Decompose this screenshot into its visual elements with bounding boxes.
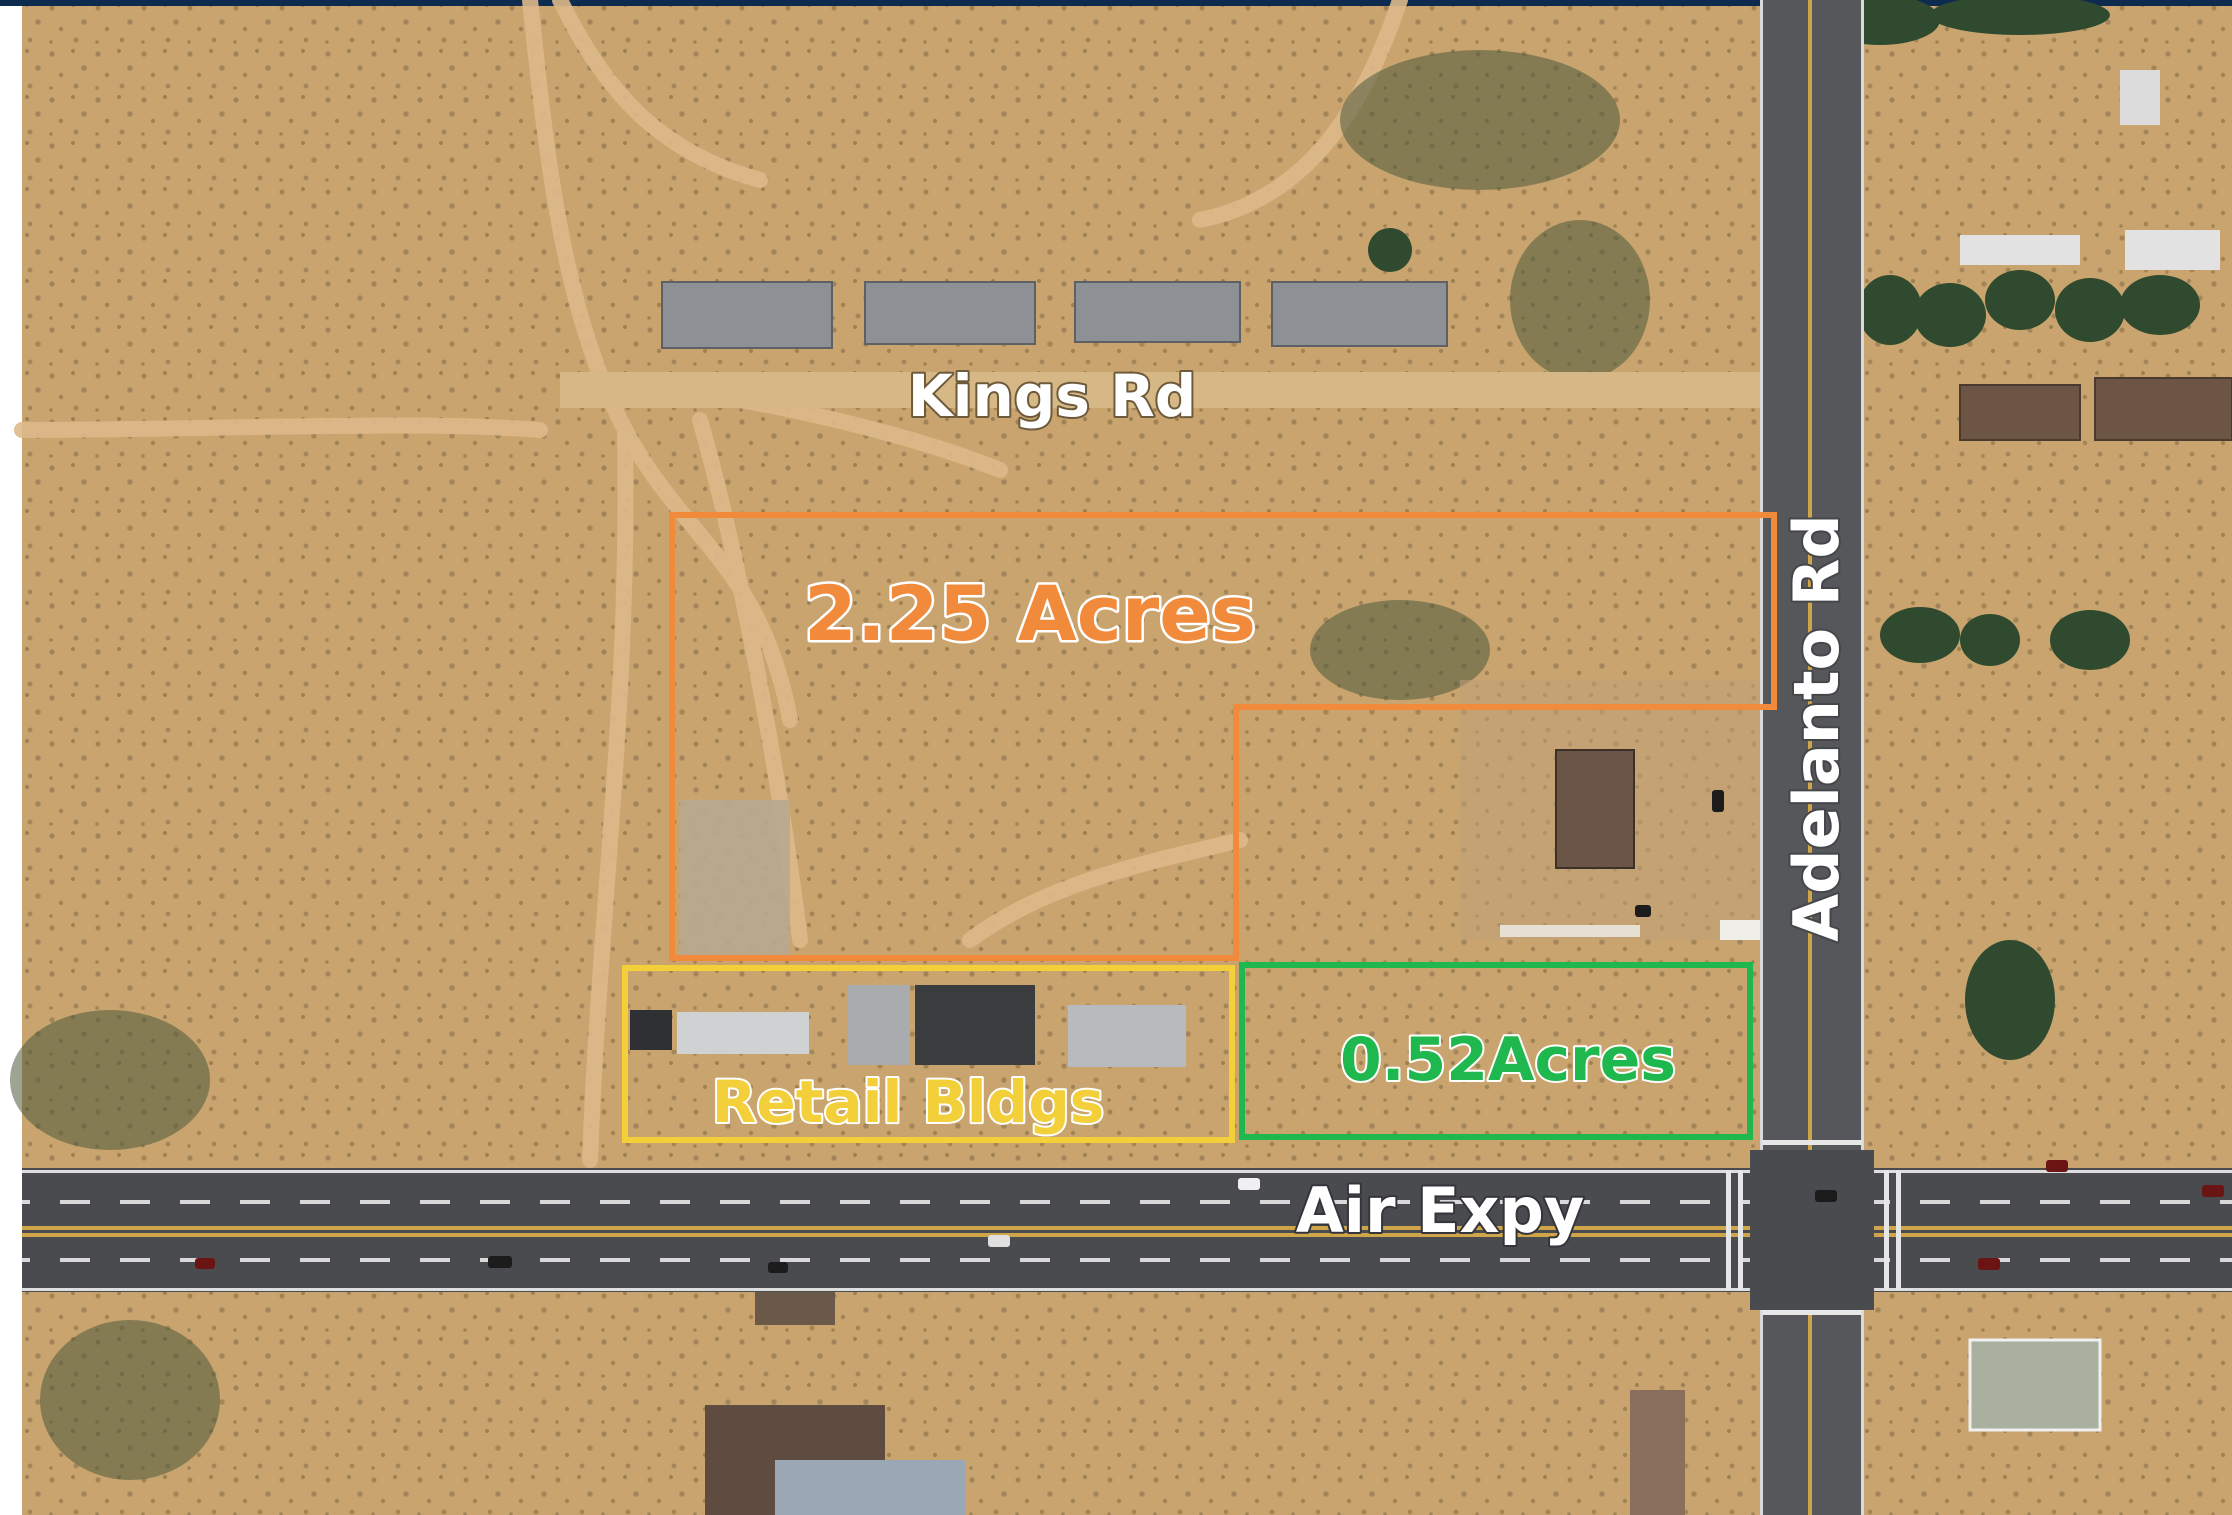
houses-east [1959,70,2232,441]
adelanto-rd-label: Adelanto Rd [1780,514,1853,942]
vehicles [195,790,2224,1273]
kings-rd-label: Kings Rd [908,362,1197,430]
kings-rd-surface [560,372,1770,408]
parcel-outline-0-52-acres [1239,962,1753,1140]
parcel-label-2-25-acres: 2.25 Acres [804,569,1256,658]
air-expy-label: Air Expy [1296,1174,1585,1247]
corner-building [1555,749,1635,869]
parcel-outline-2-25-acres [669,512,1777,961]
parcel-label-retail: Retail Bldgs [712,1068,1104,1136]
retail-buildings [630,985,1186,1067]
parcel-outline-retail [622,965,1235,1143]
top-frame-bar [0,0,2232,6]
parcel-label-0-52-acres: 0.52Acres [1340,1025,1676,1095]
houses-north-row [661,281,1448,349]
